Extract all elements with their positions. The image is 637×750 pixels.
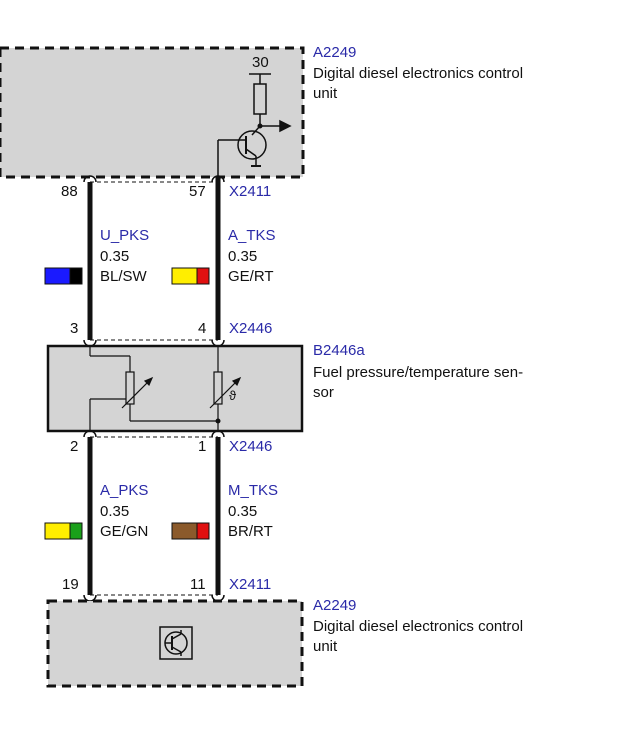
wire-apks-signal: A_PKS — [100, 482, 148, 499]
sensor-temp-symbol: ϑ — [229, 388, 237, 403]
wire-mtks-signal: M_TKS — [228, 482, 278, 499]
ecu-top-box — [0, 46, 305, 179]
connector-top-left-arc — [83, 175, 97, 183]
sensor-junction-dot — [215, 418, 221, 424]
transistor-icon — [159, 626, 193, 660]
connector-sensor-bottom-right-arc — [211, 430, 225, 438]
wire-upks-size: 0.35 — [100, 248, 129, 265]
wire-atks-color-swatch — [171, 267, 210, 285]
connector-top-ref: X2411 — [229, 183, 271, 200]
wire-atks-color: GE/RT — [228, 268, 274, 285]
connector-sensor-top-ref: X2446 — [229, 320, 272, 337]
ecu-top-desc-line1: Digital diesel electronics control — [313, 65, 523, 82]
ecu-top-pin30: 30 — [252, 54, 269, 71]
wire-apks-size: 0.35 — [100, 503, 129, 520]
connector-sensor-bottom-left-arc — [83, 430, 97, 438]
wire-mtks-color: BR/RT — [228, 523, 273, 540]
wire-upks-signal: U_PKS — [100, 227, 149, 244]
connector-sensor-top-pin-left: 3 — [70, 320, 78, 337]
wire-upks-color: BL/SW — [100, 268, 148, 285]
sensor-ref: B2446a — [313, 342, 365, 359]
ecu-bottom-desc-line2: unit — [313, 638, 338, 655]
connector-sensor-top-pin-right: 4 — [198, 320, 206, 337]
wire-apks-color: GE/GN — [100, 523, 148, 540]
connector-sensor-bottom-pin-left: 2 — [70, 438, 78, 455]
wire-mtks-size: 0.35 — [228, 503, 257, 520]
ecu-top-ref: A2249 — [313, 44, 356, 61]
connector-bottom-pin-right: 11 — [190, 576, 206, 593]
wire-upks-color-swatch — [44, 267, 83, 285]
ecu-top-desc-line2: unit — [313, 85, 338, 102]
ecu-bottom-desc-line1: Digital diesel electronics control — [313, 618, 523, 635]
wire-atks-signal: A_TKS — [228, 227, 276, 244]
sensor-desc-line2: sor — [313, 384, 334, 401]
connector-sensor-bottom-ref: X2446 — [229, 438, 272, 455]
connector-bottom-pin-left: 19 — [62, 576, 79, 593]
ecu-bottom-ref: A2249 — [313, 597, 356, 614]
connector-bottom-ref: X2411 — [229, 576, 271, 593]
junction-dot — [257, 123, 263, 129]
sensor-desc-line1: Fuel pressure/temperature sen- — [313, 364, 523, 381]
sensor-box — [46, 344, 304, 433]
connector-sensor-bottom-pin-right: 1 — [198, 438, 206, 455]
wire-apks-color-swatch — [44, 522, 83, 540]
ecu-top-internal-circuit — [217, 73, 292, 177]
connector-top-pin-left: 88 — [61, 183, 78, 200]
connector-top-pin-right: 57 — [189, 183, 206, 200]
sensor-internal-circuit — [89, 346, 242, 431]
wire-mtks-color-swatch — [171, 522, 210, 540]
wire-atks-size: 0.35 — [228, 248, 257, 265]
connector-top-right-arc — [211, 175, 225, 183]
